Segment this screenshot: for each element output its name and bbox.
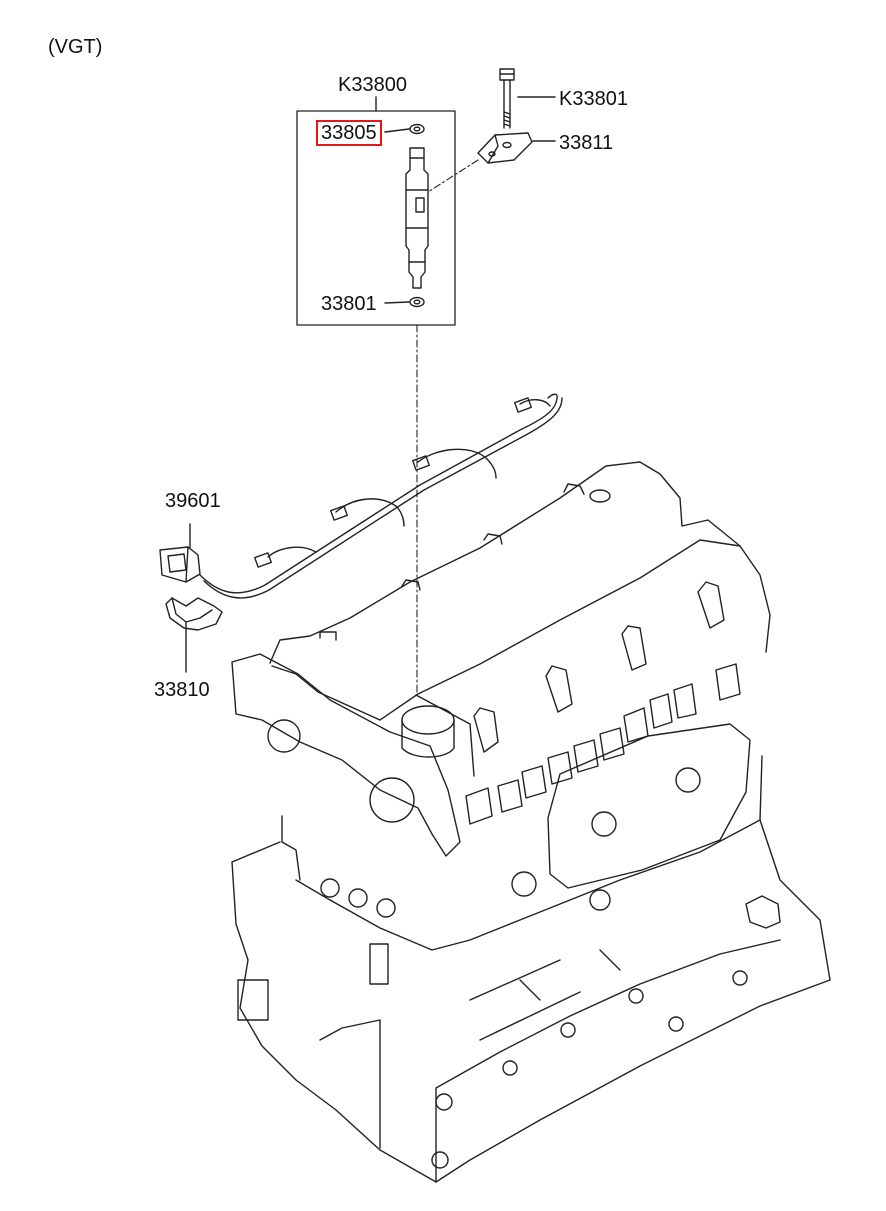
variant-label: (VGT) bbox=[48, 36, 103, 58]
injector-icon bbox=[405, 147, 429, 289]
washer-33805-icon bbox=[384, 123, 425, 135]
part-label-33810[interactable]: 33810 bbox=[154, 679, 210, 701]
bolt-icon bbox=[499, 68, 556, 129]
clamp-icon bbox=[477, 132, 556, 164]
harness-bracket-icon bbox=[165, 597, 223, 673]
part-label-33805-highlighted[interactable]: 33805 bbox=[316, 120, 382, 146]
part-label-33811[interactable]: 33811 bbox=[559, 132, 614, 154]
part-label-K33801[interactable]: K33801 bbox=[559, 88, 628, 110]
wiring-harness-icon bbox=[159, 393, 563, 599]
leader-lines bbox=[416, 159, 479, 693]
injector-assembly-frame bbox=[296, 96, 456, 326]
engine-block-icon bbox=[231, 461, 831, 1183]
part-label-K33800[interactable]: K33800 bbox=[338, 74, 407, 96]
part-label-39601[interactable]: 39601 bbox=[165, 490, 221, 512]
seal-washer-33801-icon bbox=[384, 296, 425, 308]
part-label-33801[interactable]: 33801 bbox=[321, 293, 377, 315]
